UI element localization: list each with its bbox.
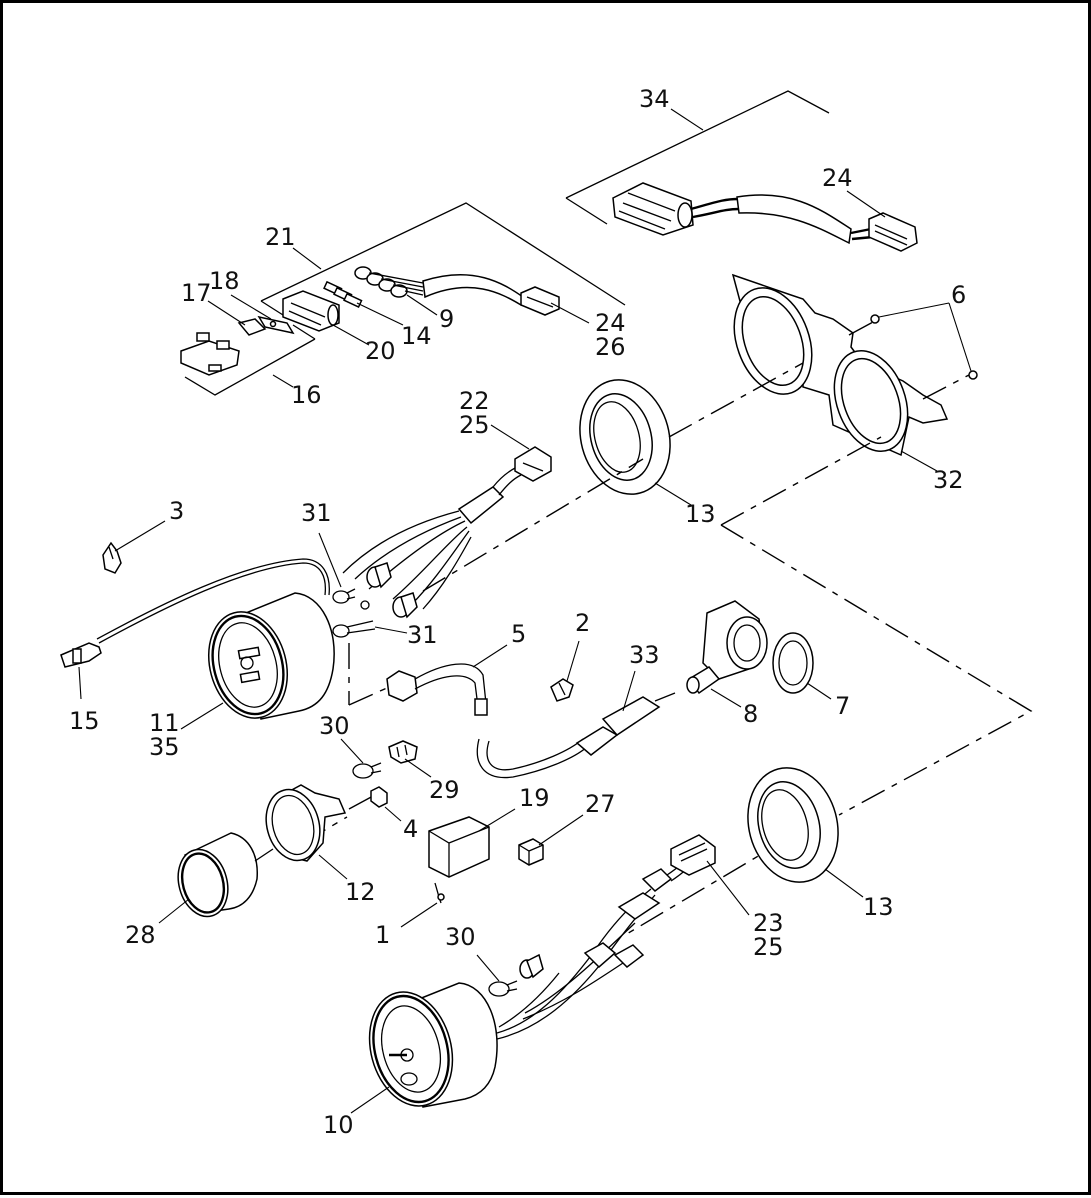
callout-2: 2 [575,609,590,637]
connector-23 [670,834,716,876]
callout-labels: 34 24 21 18 17 6 9 24 14 20 26 16 22 25 … [69,85,966,1139]
axis-line-upper [422,458,644,592]
gauge-28 [158,832,274,924]
seal-7 [772,632,832,700]
axis-line-bolt-right [922,374,970,400]
diagram-canvas: 34 24 21 18 17 6 9 24 14 20 26 16 22 25 … [60,85,1033,1139]
nut-4 [370,786,402,822]
callout-29: 29 [429,776,460,804]
callout-7: 7 [835,692,850,720]
callout-24-mid: 24 [595,309,626,337]
callout-27: 27 [585,790,616,818]
callout-9: 9 [439,305,454,333]
harness-23 [496,834,750,1040]
clip-2 [550,640,580,702]
callout-22: 22 [459,387,490,415]
callout-25-top: 25 [459,411,490,439]
callout-5: 5 [511,620,526,648]
connector-27 [518,814,584,866]
clip-18 [257,315,295,335]
callout-19: 19 [519,784,550,812]
connector-20 [282,290,340,332]
axis-line-bracket-right [720,436,882,526]
callout-14: 14 [401,322,432,350]
callout-15: 15 [69,707,100,735]
callout-6: 6 [951,281,966,309]
callout-31-top: 31 [301,499,332,527]
gauge-11 [180,592,335,730]
gasket-13-upper [579,379,692,506]
callout-24-top: 24 [822,164,853,192]
bulb-31-lower [332,620,408,638]
callout-30-top: 30 [319,712,350,740]
gauge-10 [350,982,498,1114]
fuse-block-16 [180,332,240,376]
callout-23: 23 [753,909,784,937]
terminals-14 [323,280,363,309]
callout-32: 32 [933,466,964,494]
bracket-32 [731,273,949,472]
callout-11: 11 [149,709,180,737]
gasket-13-lower [747,767,864,898]
callout-18: 18 [209,267,240,295]
plugs-9 [354,266,424,298]
fuse-17 [237,318,267,336]
callout-10: 10 [323,1111,354,1139]
sensor-8 [686,600,768,708]
group-34-harness [565,90,918,252]
callout-13-bottom: 13 [863,893,894,921]
connector-34 [612,182,694,236]
callout-25-bottom: 25 [753,933,784,961]
module-19 [428,808,516,878]
cable-33 [476,670,676,779]
axis-line-lower-return [720,524,1033,816]
connector-24-top [868,212,918,252]
callout-33: 33 [629,641,660,669]
callout-12: 12 [345,878,376,906]
bolts-6 [870,302,978,380]
callout-8: 8 [743,700,758,728]
harness-22 [342,424,552,619]
axis-line-bracket-left [668,362,804,438]
housing-12 [265,784,348,880]
callout-4: 4 [403,815,418,843]
group-16-fuse-holder [180,294,316,396]
callout-21: 21 [265,223,296,251]
connector-24-26 [520,286,560,316]
socket-29 [388,740,432,778]
callout-30-bottom: 30 [445,923,476,951]
bulb-31-upper [318,532,356,604]
callout-26: 26 [595,333,626,361]
screw-1 [400,882,445,928]
callout-16: 16 [291,381,322,409]
bulb-30-lower [476,954,518,997]
axis-line-bolt-left [848,320,876,336]
callout-3: 3 [169,497,184,525]
cable-5 [386,644,508,716]
callout-28: 28 [125,921,156,949]
callout-35: 35 [149,733,180,761]
callout-20: 20 [365,337,396,365]
connector-22 [514,446,552,482]
callout-34: 34 [639,85,670,113]
callout-31-bottom: 31 [407,621,438,649]
cable-15 [60,558,330,700]
axis-line-cable [348,686,390,706]
group-21-harness-kit [260,202,626,346]
callout-17: 17 [181,279,212,307]
clip-3 [102,520,166,574]
axis-line-lower [624,838,788,936]
bulb-30-upper [340,738,382,779]
callout-13-top: 13 [685,500,716,528]
callout-1: 1 [375,921,390,949]
